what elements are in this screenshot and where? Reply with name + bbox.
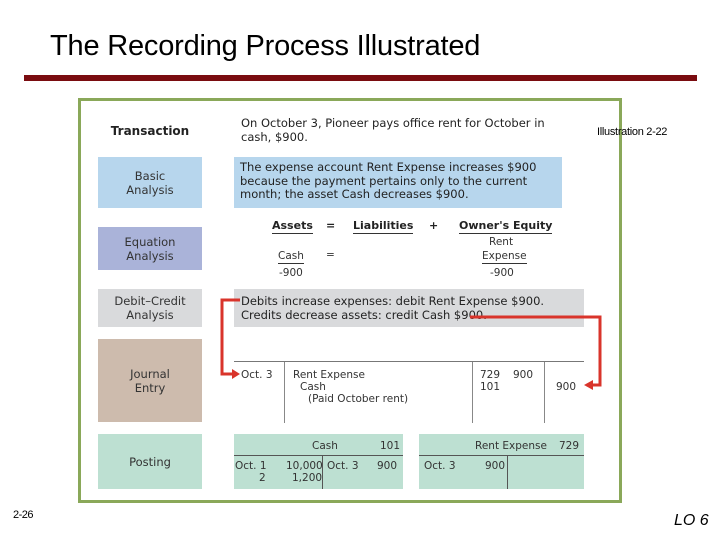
journal-entry-table: Oct. 3 Rent Expense Cash (Paid October r… — [234, 361, 584, 423]
equation-header-liabilities: Liabilities — [353, 219, 414, 234]
debit-credit-label-text: Debit–Credit Analysis — [114, 294, 186, 322]
transaction-text: On October 3, Pioneer pays office rent f… — [241, 116, 545, 144]
step-label-basic-analysis: Basic Analysis — [98, 157, 202, 208]
equation-header-equity: Owner's Equity — [459, 219, 553, 234]
journal-credit-ref: 101 — [480, 381, 501, 393]
slide-title: The Recording Process Illustrated — [50, 30, 481, 62]
cash-credit-amount-1: 900 — [377, 460, 398, 472]
t-account-rent-number: 729 — [559, 440, 580, 452]
step-label-equation-analysis: Equation Analysis — [98, 227, 202, 270]
equation-equity-account-line1: Rent — [489, 236, 514, 248]
illustration-label: Illustration 2-22 — [597, 126, 668, 138]
t-account-rent-header: Rent Expense 729 — [419, 434, 584, 456]
equation-header-assets: Assets — [272, 219, 313, 234]
equation-asset-value: -900 — [279, 267, 303, 279]
t-account-rent-expense: Rent Expense 729 Oct. 3 900 — [419, 434, 584, 489]
journal-entry-label-text: Journal Entry — [130, 366, 170, 395]
basic-analysis-label-text: Basic Analysis — [126, 168, 174, 197]
basic-analysis-text: The expense account Rent Expense increas… — [234, 157, 562, 208]
cash-debit-amount-1: 10,000 — [286, 460, 323, 472]
journal-col-divider — [544, 362, 545, 423]
journal-date: Oct. 3 — [241, 369, 273, 381]
debit-credit-line-1: Debits increase expenses: debit Rent Exp… — [241, 294, 545, 308]
journal-debit-account: Rent Expense — [293, 369, 365, 381]
equation-equity-account-line2: Expense — [482, 250, 527, 264]
equation-asset-account: Cash — [278, 250, 304, 264]
journal-refs: 729 101 — [480, 369, 500, 430]
equation-header-equals: = — [326, 219, 336, 232]
cash-debit-date-1: Oct. 1 — [235, 460, 267, 472]
t-account-cash-header: Cash 101 — [234, 434, 403, 456]
cash-debit-date-2: 2 — [259, 472, 266, 484]
debit-credit-text: Debits increase expenses: debit Rent Exp… — [234, 289, 584, 327]
journal-col-divider — [284, 362, 285, 423]
rent-debit-date-1: Oct. 3 — [424, 460, 456, 472]
title-divider — [24, 75, 697, 81]
rent-debit-amount-1: 900 — [485, 460, 506, 472]
t-account-divider — [507, 456, 508, 489]
t-account-cash: Cash 101 Oct. 1 10,000 2 1,200 Oct. 3 90… — [234, 434, 403, 489]
slide-number: 2-26 — [13, 509, 34, 521]
debit-credit-line-2: Credits decrease assets: credit Cash $90… — [241, 308, 487, 322]
cash-debit-amount-2: 1,200 — [292, 472, 323, 484]
cash-credit-date-1: Oct. 3 — [327, 460, 359, 472]
step-label-posting: Posting — [98, 434, 202, 489]
step-label-debit-credit: Debit–Credit Analysis — [98, 289, 202, 327]
equation-analysis-label-text: Equation Analysis — [124, 234, 176, 263]
equation-row-equals: = — [326, 249, 335, 261]
journal-debit-ref: 729 — [480, 369, 501, 381]
learning-objective: LO 6 — [674, 512, 709, 529]
t-account-cash-number: 101 — [380, 440, 401, 452]
journal-description: Rent Expense Cash (Paid October rent) — [293, 369, 408, 430]
equation-header-plus: + — [429, 219, 439, 232]
t-account-divider — [322, 456, 323, 489]
step-label-journal-entry: Journal Entry — [98, 339, 202, 422]
journal-credit-account: Cash — [300, 381, 326, 393]
t-account-rent-name: Rent Expense — [475, 440, 547, 452]
journal-col-divider — [472, 362, 473, 423]
equation-equity-value: -900 — [490, 267, 514, 279]
journal-explanation: (Paid October rent) — [308, 393, 409, 405]
step-label-transaction: Transaction — [110, 124, 190, 138]
journal-debit-amount: 900 — [513, 369, 534, 381]
journal-credit-amount: 900 — [556, 381, 577, 393]
t-account-cash-name: Cash — [312, 440, 338, 452]
